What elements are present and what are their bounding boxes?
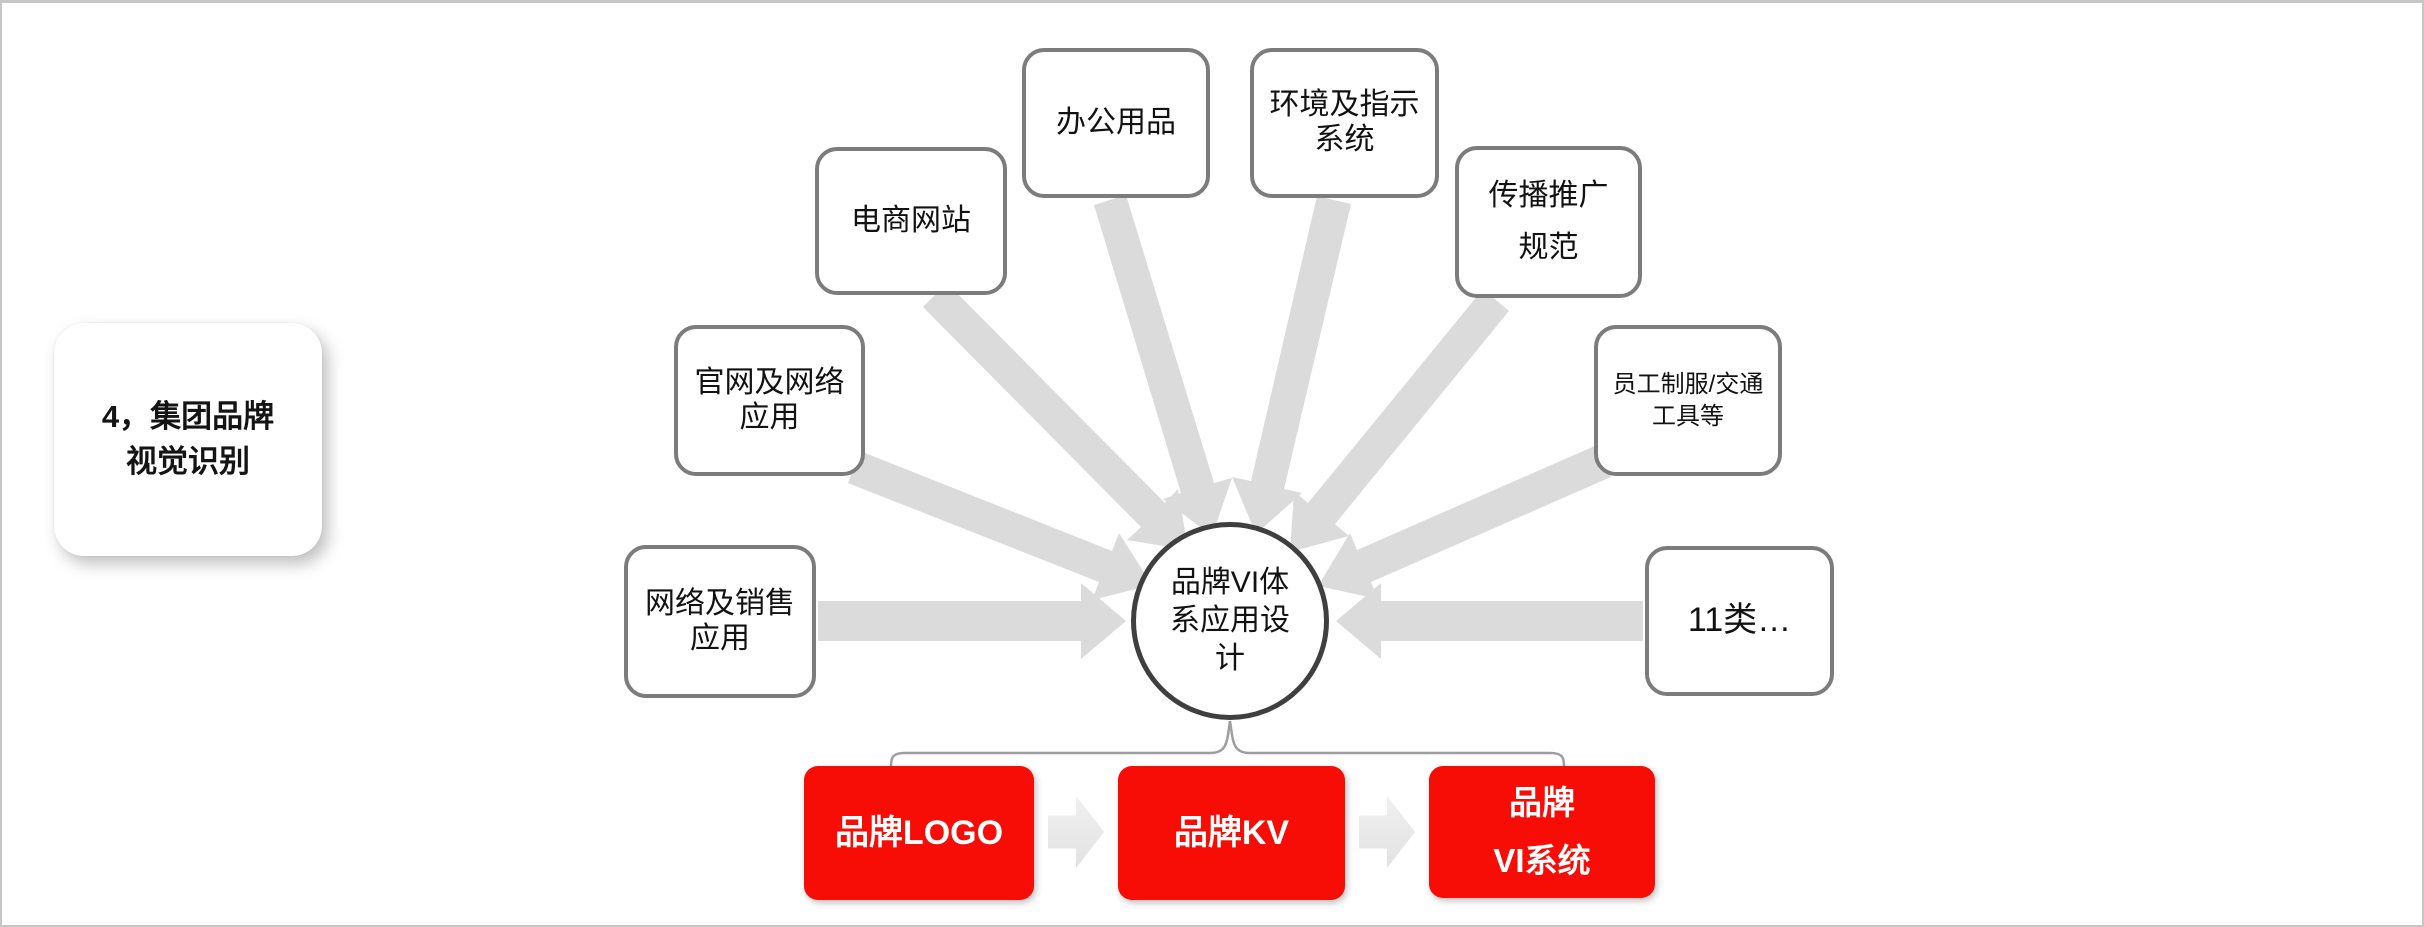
- node-label: 官网及网络: [694, 365, 845, 399]
- node-office-supplies: 办公用品: [1022, 48, 1210, 198]
- section-title-line2: 视觉识别: [126, 443, 250, 479]
- node-label: 办公用品: [1056, 105, 1176, 139]
- node-label: 环境及指示: [1269, 88, 1420, 122]
- node-uniform-transport: 员工制服/交通 工具等: [1594, 325, 1782, 476]
- arrow-from-more-categories: [1336, 583, 1643, 659]
- node-label: 电商网站: [851, 203, 971, 237]
- node-label: 11类…: [1687, 601, 1792, 640]
- flow-step-brand-vi-system: 品牌 VI系统: [1429, 766, 1655, 898]
- flow-step-label-line1: 品牌: [1509, 784, 1575, 822]
- node-label: 系统: [1314, 123, 1375, 156]
- arrow-from-ecommerce: [923, 283, 1188, 550]
- center-label-line1: 品牌VI体: [1170, 565, 1290, 599]
- node-label: 网络及销售: [645, 586, 795, 620]
- arrow-from-network-sales: [818, 583, 1126, 659]
- node-vi-system-application-design: 品牌VI体 系应用设 计: [1131, 522, 1329, 720]
- arrow-from-uniform-transport: [1318, 445, 1611, 599]
- flow-step-label: 品牌KV: [1173, 813, 1290, 852]
- flow-step-brand-logo: 品牌LOGO: [804, 766, 1034, 900]
- node-label: 员工制服/交通: [1612, 371, 1764, 399]
- node-label: 传播推广: [1488, 178, 1609, 212]
- arrow-from-environment-signage: [1232, 196, 1351, 534]
- node-environment-signage: 环境及指示 系统: [1250, 48, 1439, 198]
- arrow-from-promotion-standards: [1290, 289, 1509, 552]
- node-official-site: 官网及网络 应用: [674, 325, 865, 476]
- flow-step-brand-kv: 品牌KV: [1118, 766, 1345, 900]
- node-label: 应用: [690, 621, 750, 655]
- node-network-sales: 网络及销售 应用: [624, 545, 816, 698]
- arrow-from-official-site: [848, 451, 1152, 600]
- arrow-from-office-supplies: [1094, 195, 1232, 536]
- flow-step-label: 品牌LOGO: [834, 813, 1004, 852]
- section-title-line1: 4，集团品牌: [101, 399, 275, 435]
- flow-step-label-line2: VI系统: [1493, 842, 1591, 879]
- node-label: 规范: [1518, 231, 1579, 264]
- node-label: 应用: [739, 400, 800, 434]
- bracket-connector: [889, 720, 1566, 767]
- center-label-line2: 系应用设: [1170, 603, 1290, 637]
- section-title-box: 4，集团品牌 视觉识别: [54, 323, 322, 556]
- node-promotion-standards: 传播推广 规范: [1455, 146, 1642, 298]
- arrows-layer: [818, 195, 1643, 767]
- node-more-categories: 11类…: [1645, 546, 1834, 696]
- node-label: 工具等: [1652, 402, 1724, 430]
- node-ecommerce: 电商网站: [815, 147, 1007, 295]
- center-label-line3: 计: [1215, 642, 1245, 676]
